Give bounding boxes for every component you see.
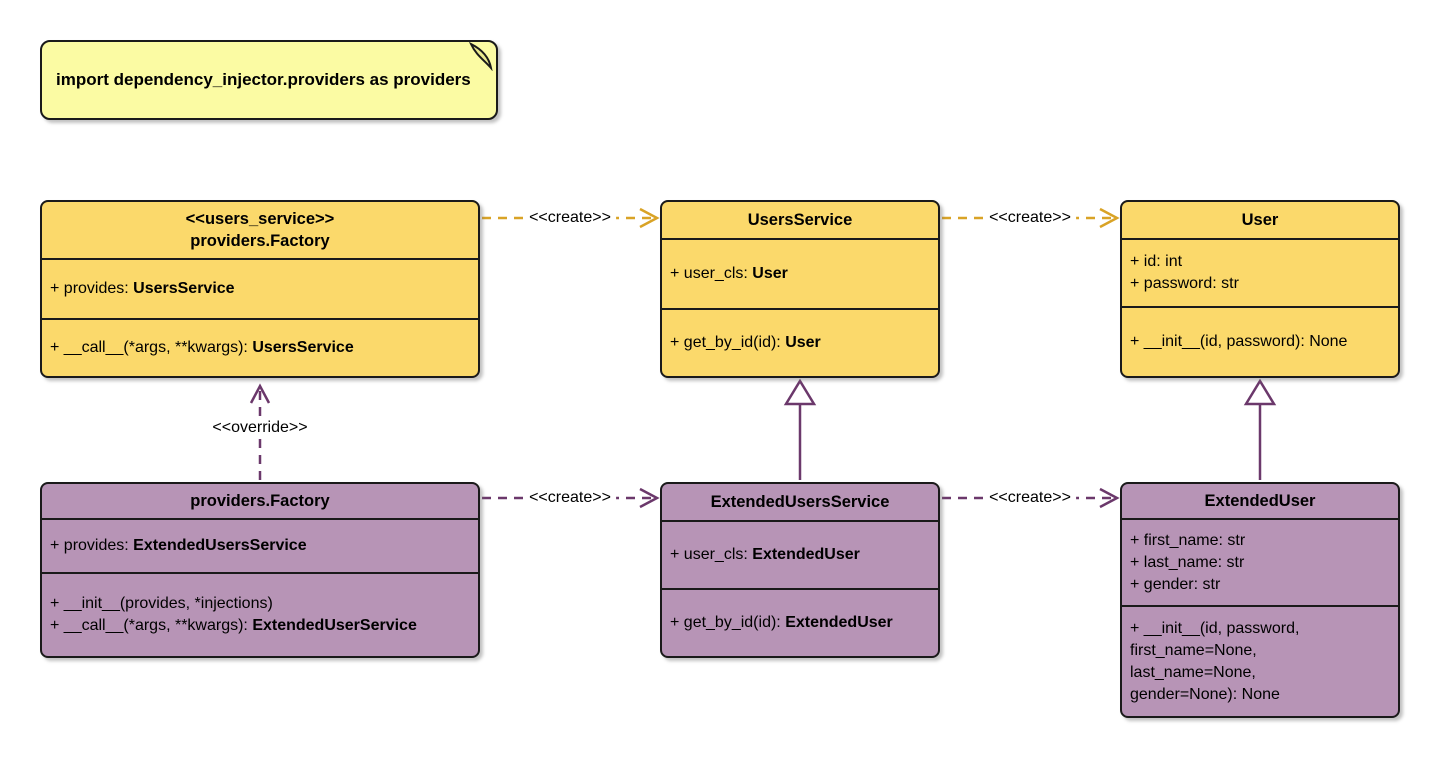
attribute: + first_name: str <box>1130 531 1246 549</box>
class-header: ExtendedUsersService <box>662 484 938 520</box>
class-name: ExtendedUser <box>1204 492 1316 510</box>
method: + get_by_id(id): ExtendedUser <box>670 614 893 631</box>
method-line: first_name=None, <box>1130 641 1257 659</box>
attributes-section: + id: int + password: str <box>1122 238 1398 306</box>
method: + __init__(provides, *injections) <box>50 595 273 612</box>
note-text: import dependency_injector.providers as … <box>56 70 471 89</box>
method: + get_by_id(id): User <box>670 334 821 351</box>
methods-section: + __init__(id, password): None <box>1122 306 1398 376</box>
attributes-section: + user_cls: User <box>662 238 938 308</box>
class-header: User <box>1122 202 1398 238</box>
class-header: ExtendedUser <box>1122 484 1398 518</box>
method: + __call__(*args, **kwargs): ExtendedUse… <box>50 617 417 634</box>
attribute: + password: str <box>1130 275 1239 292</box>
methods-section: + __call__(*args, **kwargs): UsersServic… <box>42 318 478 376</box>
create-label: <<create>> <box>984 489 1076 507</box>
attributes-section: + user_cls: ExtendedUser <box>662 520 938 588</box>
class-name: User <box>1241 211 1279 229</box>
methods-section: + __init__(id, password, first_name=None… <box>1122 605 1398 716</box>
class-factory-extended: providers.Factory + provides: ExtendedUs… <box>40 482 480 658</box>
class-name: UsersService <box>747 211 853 229</box>
class-name: ExtendedUsersService <box>710 493 890 511</box>
class-extended-users-service: ExtendedUsersService + user_cls: Extende… <box>660 482 940 658</box>
method-line: + __init__(id, password, <box>1130 619 1300 637</box>
methods-section: + get_by_id(id): ExtendedUser <box>662 588 938 656</box>
class-header: <<users_service>> providers.Factory <box>42 202 478 258</box>
class-factory-users-service: <<users_service>> providers.Factory + pr… <box>40 200 480 378</box>
attribute: + provides: ExtendedUsersService <box>50 537 307 554</box>
attribute: + user_cls: User <box>670 265 788 282</box>
method: + __call__(*args, **kwargs): UsersServic… <box>50 339 354 356</box>
method: + __init__(id, password): None <box>1130 333 1348 350</box>
inheritance-edge-user <box>1243 378 1277 480</box>
attribute: + user_cls: ExtendedUser <box>670 546 860 563</box>
attribute: + id: int <box>1130 253 1183 270</box>
attribute: + gender: str <box>1130 575 1221 593</box>
create-label: <<create>> <box>524 209 616 227</box>
attribute: + provides: UsersService <box>50 280 235 297</box>
class-extended-user: ExtendedUser + first_name: str + last_na… <box>1120 482 1400 718</box>
methods-section: + get_by_id(id): User <box>662 308 938 376</box>
class-users-service: UsersService + user_cls: User + get_by_i… <box>660 200 940 378</box>
attributes-section: + provides: UsersService <box>42 258 478 318</box>
attribute: + last_name: str <box>1130 553 1245 571</box>
class-user: User + id: int + password: str + __init_… <box>1120 200 1400 378</box>
class-name: providers.Factory <box>190 232 330 250</box>
class-name: providers.Factory <box>190 492 330 510</box>
override-label: <<override>> <box>207 419 313 437</box>
create-label: <<create>> <box>524 489 616 507</box>
inheritance-edge-usersservice <box>783 378 817 480</box>
attributes-section: + provides: ExtendedUsersService <box>42 518 478 572</box>
class-header: UsersService <box>662 202 938 238</box>
import-note: import dependency_injector.providers as … <box>40 40 498 120</box>
method-line: last_name=None, <box>1130 663 1256 681</box>
attributes-section: + first_name: str + last_name: str + gen… <box>1122 518 1398 605</box>
note-fold-icon <box>468 41 493 71</box>
class-stereotype: <<users_service>> <box>185 210 335 228</box>
create-label: <<create>> <box>984 209 1076 227</box>
methods-section: + __init__(provides, *injections) + __ca… <box>42 572 478 656</box>
method-line: gender=None): None <box>1130 685 1280 703</box>
class-header: providers.Factory <box>42 484 478 518</box>
